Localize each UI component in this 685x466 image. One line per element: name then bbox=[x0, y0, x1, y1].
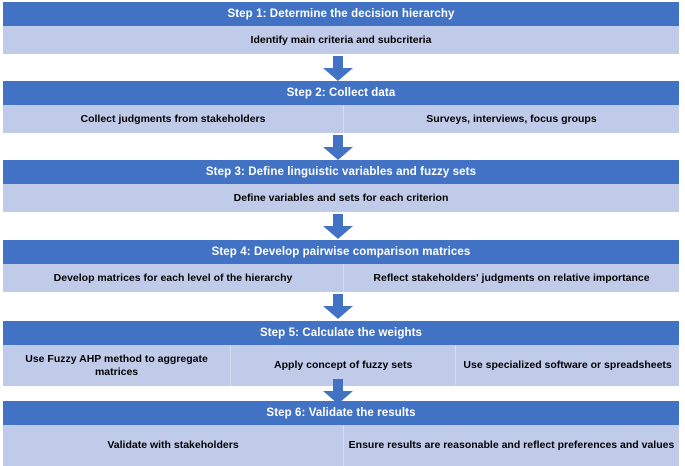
step-3-detail-cell-1[interactable]: Define variables and sets for each crite… bbox=[3, 184, 679, 212]
connector-arrow-4-to-5 bbox=[0, 294, 676, 319]
step-header-5[interactable]: Step 5: Calculate the weights bbox=[3, 321, 679, 345]
step-detail-row-5: Use Fuzzy AHP method to aggregate matric… bbox=[3, 345, 679, 386]
step-detail-row-4: Develop matrices for each level of the h… bbox=[3, 264, 679, 292]
step-header-4[interactable]: Step 4: Develop pairwise comparison matr… bbox=[3, 240, 679, 264]
step-1-detail-cell-1[interactable]: Identify main criteria and subcriteria bbox=[3, 26, 679, 54]
step-2-detail-cell-1[interactable]: Collect judgments from stakeholders bbox=[3, 105, 344, 133]
step-header-3[interactable]: Step 3: Define linguistic variables and … bbox=[3, 160, 679, 184]
step-detail-row-1: Identify main criteria and subcriteria bbox=[3, 26, 679, 54]
step-header-1[interactable]: Step 1: Determine the decision hierarchy bbox=[3, 2, 679, 26]
step-header-6[interactable]: Step 6: Validate the results bbox=[3, 401, 679, 425]
down-block-arrow-icon bbox=[323, 294, 353, 319]
step-6-detail-cell-1[interactable]: Validate with stakeholders bbox=[3, 425, 344, 466]
step-2-detail-cell-2[interactable]: Surveys, interviews, focus groups bbox=[343, 105, 679, 133]
step-group-1: Step 1: Determine the decision hierarchy… bbox=[3, 2, 679, 54]
step-5-detail-cell-3[interactable]: Use specialized software or spreadsheets bbox=[455, 345, 679, 386]
step-4-detail-cell-2[interactable]: Reflect stakeholders' judgments on relat… bbox=[343, 264, 679, 292]
down-block-arrow-icon bbox=[323, 135, 353, 160]
connector-arrow-2-to-3 bbox=[0, 135, 676, 160]
step-5-detail-cell-2[interactable]: Apply concept of fuzzy sets bbox=[230, 345, 456, 386]
step-5-detail-cell-1[interactable]: Use Fuzzy AHP method to aggregate matric… bbox=[3, 345, 231, 386]
down-block-arrow-icon bbox=[323, 214, 353, 239]
down-block-arrow-icon bbox=[323, 56, 353, 81]
connector-arrow-3-to-4 bbox=[0, 214, 676, 239]
step-group-4: Step 4: Develop pairwise comparison matr… bbox=[3, 240, 679, 292]
step-group-3: Step 3: Define linguistic variables and … bbox=[3, 160, 679, 212]
step-6-detail-cell-2[interactable]: Ensure results are reasonable and reflec… bbox=[343, 425, 679, 466]
connector-arrow-1-to-2 bbox=[0, 56, 676, 81]
step-detail-row-3: Define variables and sets for each crite… bbox=[3, 184, 679, 212]
step-4-detail-cell-1[interactable]: Develop matrices for each level of the h… bbox=[3, 264, 344, 292]
step-header-2[interactable]: Step 2: Collect data bbox=[3, 81, 679, 105]
